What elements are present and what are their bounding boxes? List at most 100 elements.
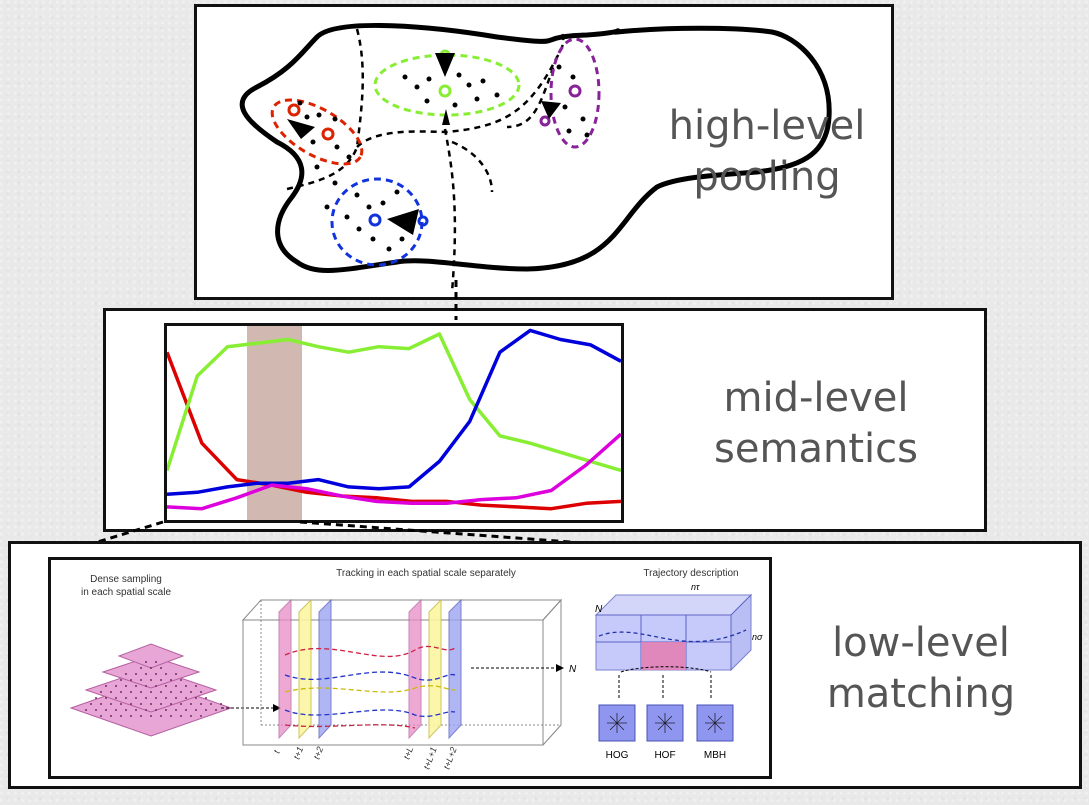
low-level-line1: low-level <box>832 620 1010 666</box>
sample-point <box>125 697 127 699</box>
sample-point <box>155 697 157 699</box>
time-label: t <box>271 748 281 754</box>
low-level-label: low-level matching <box>811 618 1031 720</box>
low-level-panel: Dense sampling in each spatial scale Tra… <box>8 541 1082 789</box>
high-level-line2: pooling <box>693 154 841 201</box>
sample-point <box>130 703 132 705</box>
sample-point <box>100 715 102 717</box>
time-label: t+L <box>401 745 415 760</box>
trajectories <box>284 645 456 729</box>
sample-point <box>95 697 97 699</box>
sample-point <box>180 679 182 681</box>
descriptor-arrows <box>618 666 712 698</box>
sample-point <box>105 709 107 711</box>
n-label-left: N <box>569 664 577 675</box>
sample-point <box>190 703 192 705</box>
sample-point <box>145 661 147 663</box>
sample-point <box>160 679 162 681</box>
sample-point <box>175 673 177 675</box>
sample-point <box>195 697 197 699</box>
semantic-curve-1 <box>167 332 621 473</box>
sample-point <box>170 715 172 717</box>
sample-point <box>165 709 167 711</box>
sample-point <box>130 691 132 693</box>
sample-point <box>140 679 142 681</box>
sample-point <box>170 703 172 705</box>
mid-level-label: mid-level semantics <box>706 373 926 475</box>
trajectory-figure: Dense sampling in each spatial scale Tra… <box>48 557 772 779</box>
semantics-plot <box>167 326 621 520</box>
sample-point <box>120 679 122 681</box>
tracking-caption: Tracking in each spatial scale separatel… <box>336 568 516 579</box>
sample-point <box>150 691 152 693</box>
feature-points <box>294 64 590 252</box>
partition-lines <box>286 28 565 293</box>
sample-point <box>185 709 187 711</box>
descriptor-label: HOG <box>606 750 629 761</box>
n-label: N <box>595 604 603 615</box>
mid-level-panel: mid-level semantics <box>103 308 987 532</box>
sample-point <box>85 709 87 711</box>
sample-point <box>190 691 192 693</box>
sample-point <box>150 703 152 705</box>
sample-point <box>195 709 197 711</box>
sample-point <box>140 667 142 669</box>
sample-point <box>145 685 147 687</box>
semantic-curve-3 <box>167 432 621 511</box>
sample-point <box>185 697 187 699</box>
sample-point <box>155 661 157 663</box>
sample-point <box>155 685 157 687</box>
sample-point <box>210 703 212 705</box>
sample-point <box>90 703 92 705</box>
n-sigma-right: nσ <box>752 632 763 642</box>
sample-point <box>155 673 157 675</box>
trajectory-caption: Trajectory description <box>643 568 738 579</box>
sample-point <box>100 691 102 693</box>
sample-point <box>170 691 172 693</box>
trajectory-volume <box>594 593 753 672</box>
low-level-line2: matching <box>826 671 1016 718</box>
sample-point <box>145 709 147 711</box>
n-tau-top: nτ <box>691 582 700 592</box>
sample-point <box>150 679 152 681</box>
sample-point <box>145 697 147 699</box>
sample-point <box>165 685 167 687</box>
dense-sampling-caption-1: Dense sampling <box>90 574 162 585</box>
sample-point <box>105 685 107 687</box>
sample-point <box>220 703 222 705</box>
time-label: t+L+1 <box>421 746 438 771</box>
sample-point <box>205 709 207 711</box>
sample-point <box>115 685 117 687</box>
high-level-line1: high-level <box>668 103 866 149</box>
sample-point <box>185 685 187 687</box>
sample-point <box>160 703 162 705</box>
sample-point <box>160 691 162 693</box>
sample-point <box>180 715 182 717</box>
sample-point <box>120 715 122 717</box>
sample-point <box>120 691 122 693</box>
sample-point <box>135 673 137 675</box>
sample-point <box>200 691 202 693</box>
frame-planes <box>278 598 462 740</box>
sample-point <box>140 691 142 693</box>
sample-point <box>120 703 122 705</box>
time-labels: t t+1 t+2 t+L t+L+1 t+L+2 <box>271 745 458 770</box>
sample-point <box>200 703 202 705</box>
mid-level-chart <box>164 323 624 523</box>
sample-point <box>135 685 137 687</box>
sample-point <box>195 685 197 687</box>
high-level-label: high-level pooling <box>667 101 867 203</box>
descriptor-cubes <box>598 704 734 742</box>
descriptor-label: MBH <box>704 750 726 761</box>
sample-point <box>205 697 207 699</box>
sampling-pyramid <box>69 643 233 737</box>
dense-sampling-caption-2: in each spatial scale <box>81 587 171 598</box>
sample-point <box>125 685 127 687</box>
sample-point <box>215 709 217 711</box>
sample-point <box>190 715 192 717</box>
sample-point <box>200 715 202 717</box>
semantic-curve-0 <box>167 351 621 511</box>
sample-point <box>125 709 127 711</box>
sample-point <box>170 679 172 681</box>
sample-point <box>140 703 142 705</box>
